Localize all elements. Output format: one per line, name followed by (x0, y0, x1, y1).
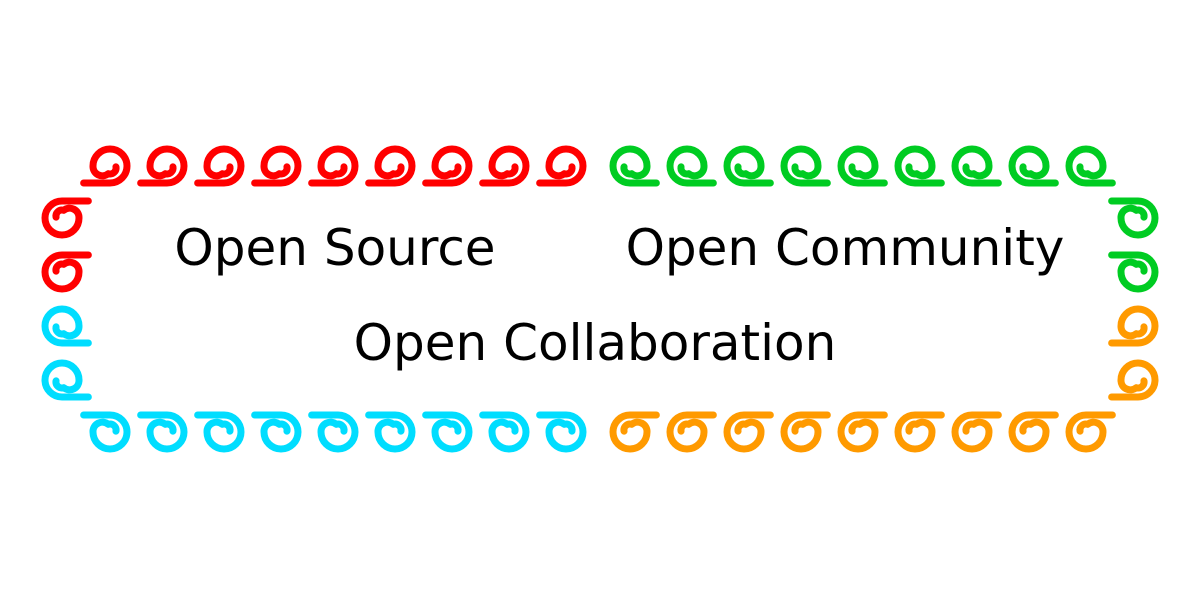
open-community-label: Open Community (625, 219, 1065, 277)
spiral-motif (80, 145, 131, 187)
spiral-motif (609, 145, 660, 187)
spiral-motif (422, 145, 473, 187)
spiral-motif (308, 411, 359, 453)
spiral-motif (837, 145, 888, 187)
spiral-motif (41, 359, 92, 401)
spiral-motif (251, 411, 302, 453)
orange-spiral-border-segment (609, 305, 1159, 453)
spiral-motif (536, 145, 587, 187)
spiral-motif (137, 145, 188, 187)
spiral-motif (666, 145, 717, 187)
spiral-motif (723, 411, 774, 453)
spiral-motif (1108, 305, 1159, 347)
spiral-motif (951, 411, 1002, 453)
spiral-motif (1065, 145, 1116, 187)
spiral-motif (609, 411, 660, 453)
spiral-motif (365, 145, 416, 187)
spiral-motif (308, 145, 359, 187)
spiral-motif (780, 411, 831, 453)
spiral-motif (251, 145, 302, 187)
spiral-motif (41, 305, 92, 347)
spiral-motif (1108, 251, 1159, 293)
spiral-motif (479, 411, 530, 453)
cyan-spiral-border-segment (41, 305, 587, 453)
spiral-motif (422, 411, 473, 453)
green-spiral-border-segment (609, 145, 1159, 293)
spiral-motif (1065, 411, 1116, 453)
spiral-motif (365, 411, 416, 453)
spiral-motif (894, 145, 945, 187)
spiral-motif (1008, 145, 1059, 187)
spiral-motif (80, 411, 131, 453)
spiral-motif (137, 411, 188, 453)
spiral-motif (536, 411, 587, 453)
spiral-motif (894, 411, 945, 453)
spiral-motif (837, 411, 888, 453)
spiral-motif (194, 145, 245, 187)
spiral-motif (479, 145, 530, 187)
red-spiral-border-segment (41, 145, 587, 293)
spiral-motif (780, 145, 831, 187)
open-collaboration-label: Open Collaboration (353, 314, 837, 372)
spiral-motif (951, 145, 1002, 187)
spiral-motif (194, 411, 245, 453)
spiral-motif (41, 197, 92, 239)
spiral-motif (41, 251, 92, 293)
spiral-motif (1008, 411, 1059, 453)
spiral-motif (666, 411, 717, 453)
spiral-motif (723, 145, 774, 187)
open-source-label: Open Source (174, 219, 496, 277)
spiral-motif (1108, 197, 1159, 239)
spiral-motif (1108, 359, 1159, 401)
